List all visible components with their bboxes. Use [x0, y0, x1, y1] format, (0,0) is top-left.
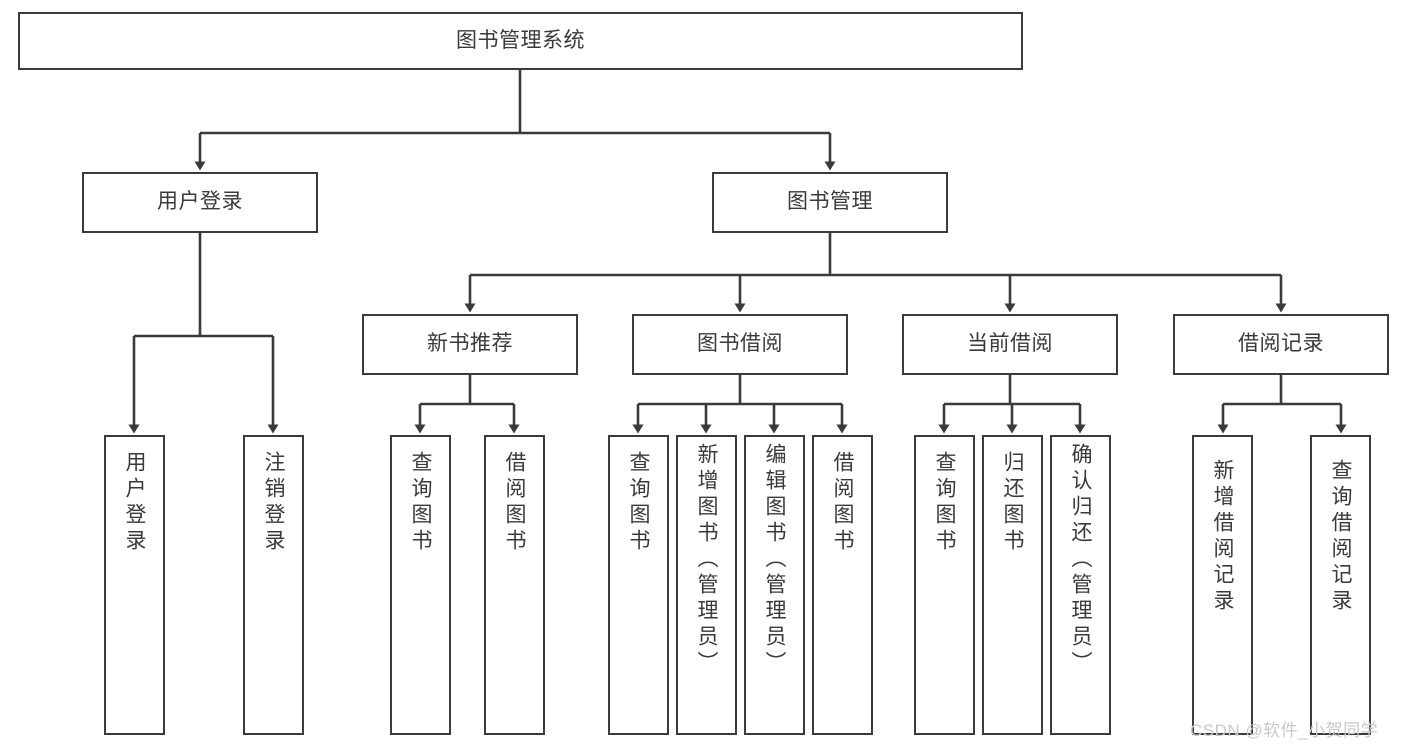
- node-label-leaf-borrow-borrow-book: 借阅图书: [831, 451, 854, 555]
- node-leaf-borrow-borrow-book[interactable]: 借阅图书: [812, 435, 873, 735]
- node-label-leaf-logout: 注销登录: [262, 451, 285, 555]
- node-book-management[interactable]: 图书管理: [712, 172, 948, 233]
- node-label-leaf-add-borrow-record: 新增借阅记录: [1211, 459, 1234, 615]
- csdn-watermark: CSDN @软件_小贺同学: [1190, 721, 1379, 740]
- node-label-book-borrow: 图书借阅: [697, 332, 783, 356]
- node-label-leaf-current-query-book: 查询图书: [933, 451, 956, 555]
- node-leaf-borrow-query-book[interactable]: 查询图书: [608, 435, 669, 735]
- node-root-system[interactable]: 图书管理系统: [18, 12, 1023, 70]
- node-label-leaf-user-login: 用户登录: [123, 451, 146, 555]
- node-leaf-add-book-admin[interactable]: 新增图书（管理员）: [676, 435, 737, 735]
- node-label-new-book-recommend: 新书推荐: [427, 332, 513, 356]
- node-book-borrow[interactable]: 图书借阅: [632, 314, 848, 375]
- node-leaf-current-query-book[interactable]: 查询图书: [914, 435, 975, 735]
- node-label-leaf-recommend-borrow-book: 借阅图书: [503, 451, 526, 555]
- node-label-user-login: 用户登录: [157, 190, 243, 214]
- node-label-leaf-recommend-query-book: 查询图书: [409, 451, 432, 555]
- node-label-current-borrow: 当前借阅: [967, 332, 1053, 356]
- node-leaf-add-borrow-record[interactable]: 新增借阅记录: [1192, 435, 1253, 735]
- node-borrow-record[interactable]: 借阅记录: [1173, 314, 1389, 375]
- node-label-leaf-return-book: 归还图书: [1001, 451, 1024, 555]
- node-leaf-confirm-return-admin[interactable]: 确认归还（管理员）: [1050, 435, 1111, 735]
- node-current-borrow[interactable]: 当前借阅: [902, 314, 1118, 375]
- node-leaf-query-borrow-record[interactable]: 查询借阅记录: [1310, 435, 1371, 735]
- node-leaf-recommend-query-book[interactable]: 查询图书: [390, 435, 451, 735]
- node-leaf-recommend-borrow-book[interactable]: 借阅图书: [484, 435, 545, 735]
- node-label-leaf-query-borrow-record: 查询借阅记录: [1329, 459, 1352, 615]
- node-leaf-logout[interactable]: 注销登录: [243, 435, 304, 735]
- node-new-book-recommend[interactable]: 新书推荐: [362, 314, 578, 375]
- node-leaf-edit-book-admin[interactable]: 编辑图书（管理员）: [744, 435, 805, 735]
- node-label-borrow-record: 借阅记录: [1238, 332, 1324, 356]
- node-label-leaf-borrow-query-book: 查询图书: [627, 451, 650, 555]
- node-label-book-management: 图书管理: [787, 190, 873, 214]
- node-leaf-return-book[interactable]: 归还图书: [982, 435, 1043, 735]
- node-leaf-user-login[interactable]: 用户登录: [104, 435, 165, 735]
- node-user-login[interactable]: 用户登录: [82, 172, 318, 233]
- node-label-leaf-confirm-return-admin: 确认归还（管理员）: [1069, 443, 1092, 677]
- node-label-leaf-edit-book-admin: 编辑图书（管理员）: [763, 443, 786, 677]
- node-label-root: 图书管理系统: [456, 28, 585, 52]
- node-label-leaf-add-book-admin: 新增图书（管理员）: [695, 443, 718, 677]
